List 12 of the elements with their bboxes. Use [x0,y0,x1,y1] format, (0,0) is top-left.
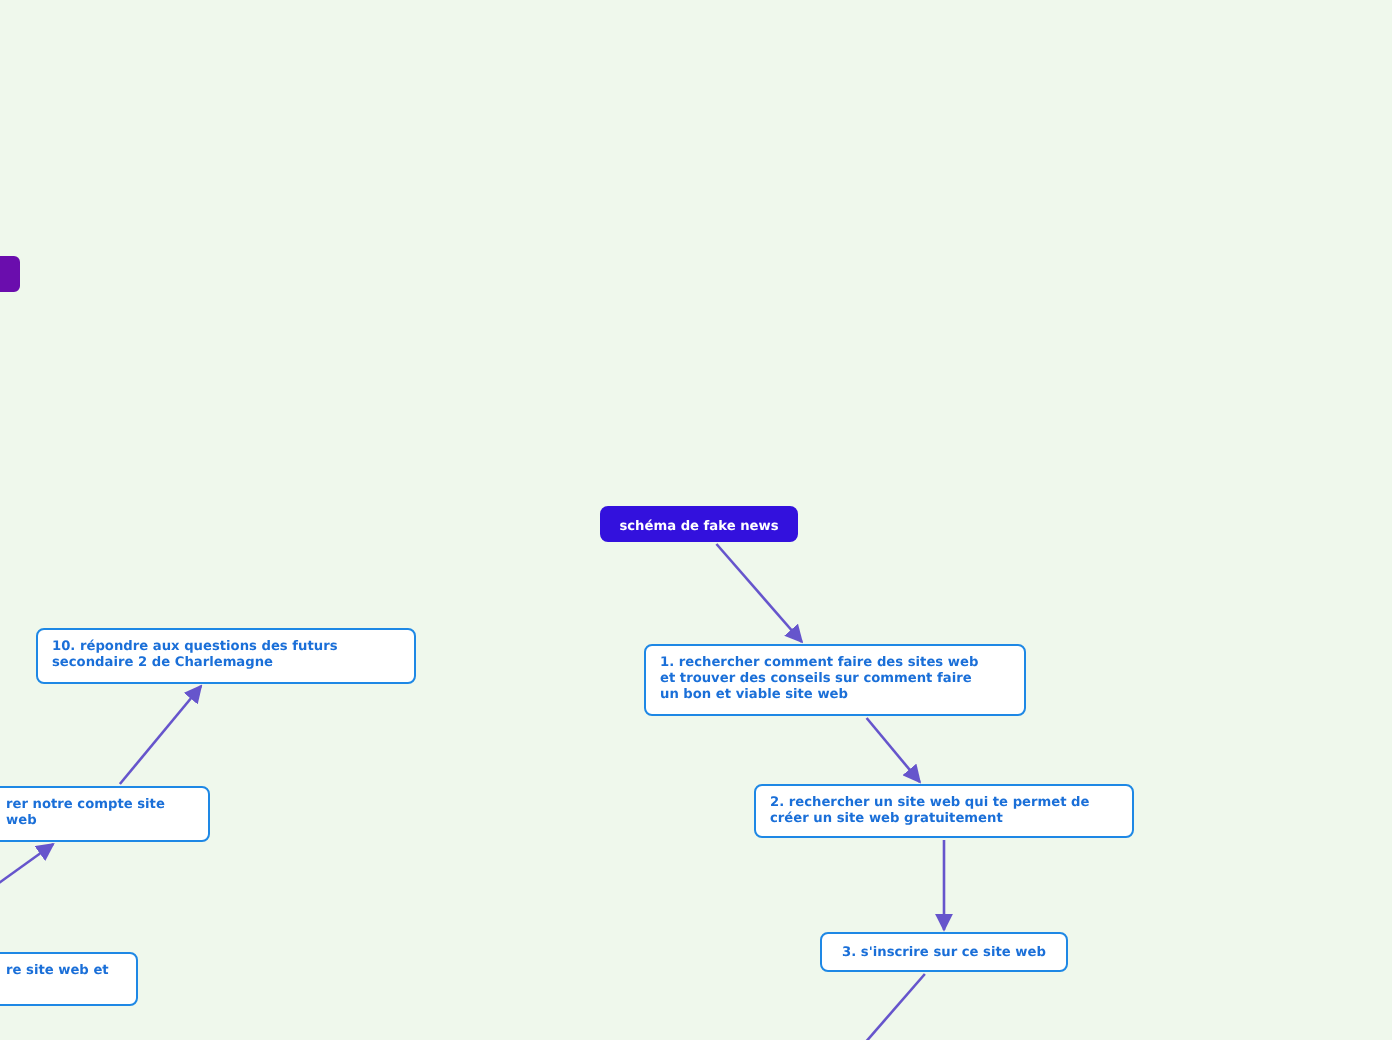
step-box [0,952,138,1006]
arrow [715,543,804,644]
arrow [118,684,203,785]
step-box [0,786,210,842]
step-box [754,784,1134,838]
connector-line [863,973,926,1040]
step-box [644,644,1026,716]
step-box [820,932,1068,972]
arrow [865,717,922,784]
arrow [934,840,954,932]
step-box [36,628,416,684]
topic-box [600,506,798,542]
